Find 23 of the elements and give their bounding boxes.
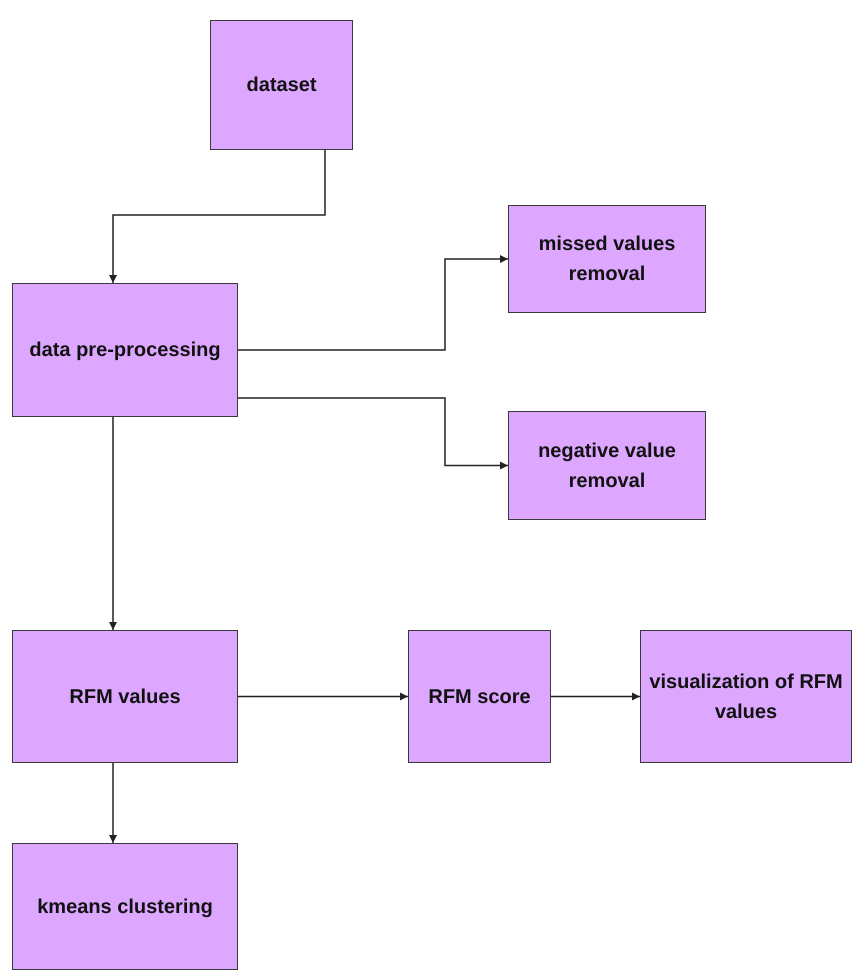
arrow (551, 692, 640, 700)
arrow (109, 150, 326, 283)
box-label: missed values removal (538, 232, 676, 287)
box-label: visualization of RFM values (649, 670, 843, 724)
process-box (12, 630, 238, 763)
box-label: RFM values (69, 684, 181, 710)
process-box (508, 205, 706, 313)
box-label: kmeans clustering (37, 894, 213, 920)
process-box (12, 843, 238, 970)
arrow (238, 255, 508, 351)
arrow (238, 397, 508, 470)
box-label: data pre-processing (29, 338, 221, 363)
arrow (109, 763, 117, 843)
process-box (210, 20, 353, 150)
arrow (238, 692, 408, 700)
arrow (109, 417, 117, 630)
process-box (408, 630, 551, 763)
box-label: RFM score (428, 684, 531, 710)
process-box (508, 411, 706, 520)
box-label: negative value removal (537, 438, 677, 494)
process-box (640, 630, 852, 763)
box-label: dataset (246, 73, 317, 98)
process-box (12, 283, 238, 417)
